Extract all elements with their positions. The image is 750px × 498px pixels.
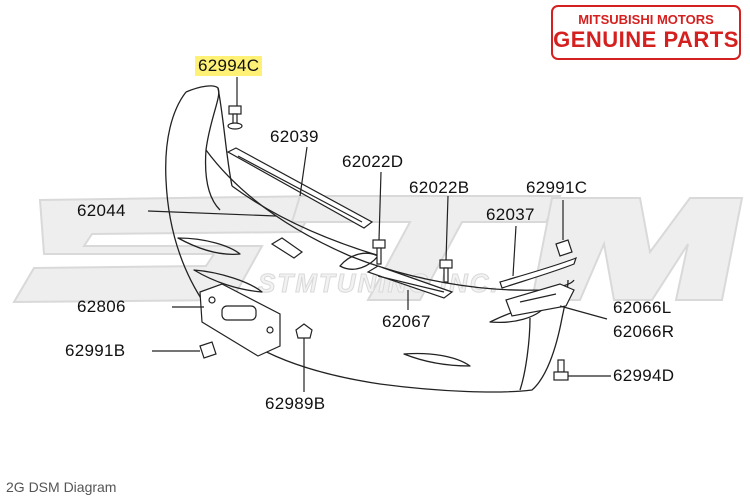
- genuine-parts-badge: MITSUBISHI MOTORS GENUINE PARTS: [551, 5, 741, 60]
- label-62991B: 62991B: [65, 341, 126, 360]
- tow-bracket-62806: [199, 283, 281, 357]
- bolt-62994D: [553, 359, 569, 381]
- retainer-62039: [226, 147, 374, 229]
- bracket-62066: [505, 283, 575, 317]
- label-62022D: 62022D: [342, 152, 404, 171]
- label-62044: 62044: [77, 201, 126, 220]
- label-62066R: 62066R: [613, 322, 675, 341]
- diagram-caption: 2G DSM Diagram: [6, 479, 117, 495]
- label-62991C: 62991C: [526, 178, 588, 197]
- bolt-62994C: [227, 105, 243, 130]
- bumper-cover: [165, 85, 575, 393]
- bracket-62044: [270, 237, 304, 259]
- label-62066L: 62066L: [613, 298, 672, 317]
- label-62994C: 62994C: [195, 56, 263, 76]
- clip-62991C: [555, 239, 573, 257]
- label-62994D: 62994D: [613, 366, 675, 385]
- label-62037: 62037: [486, 205, 535, 224]
- label-62067: 62067: [382, 312, 431, 331]
- strip-62037: [499, 256, 577, 289]
- badge-brand: MITSUBISHI MOTORS: [578, 12, 714, 27]
- label-62806: 62806: [77, 297, 126, 316]
- label-62022B: 62022B: [409, 178, 470, 197]
- leader-lines: [147, 77, 611, 392]
- clip-62991B: [199, 341, 217, 359]
- label-62039: 62039: [270, 127, 319, 146]
- nut-62989B: [295, 323, 313, 339]
- label-62989B: 62989B: [265, 394, 326, 413]
- screw-62022B: [439, 259, 453, 283]
- badge-title: GENUINE PARTS: [553, 27, 739, 52]
- reinforcement-62067: [366, 265, 454, 299]
